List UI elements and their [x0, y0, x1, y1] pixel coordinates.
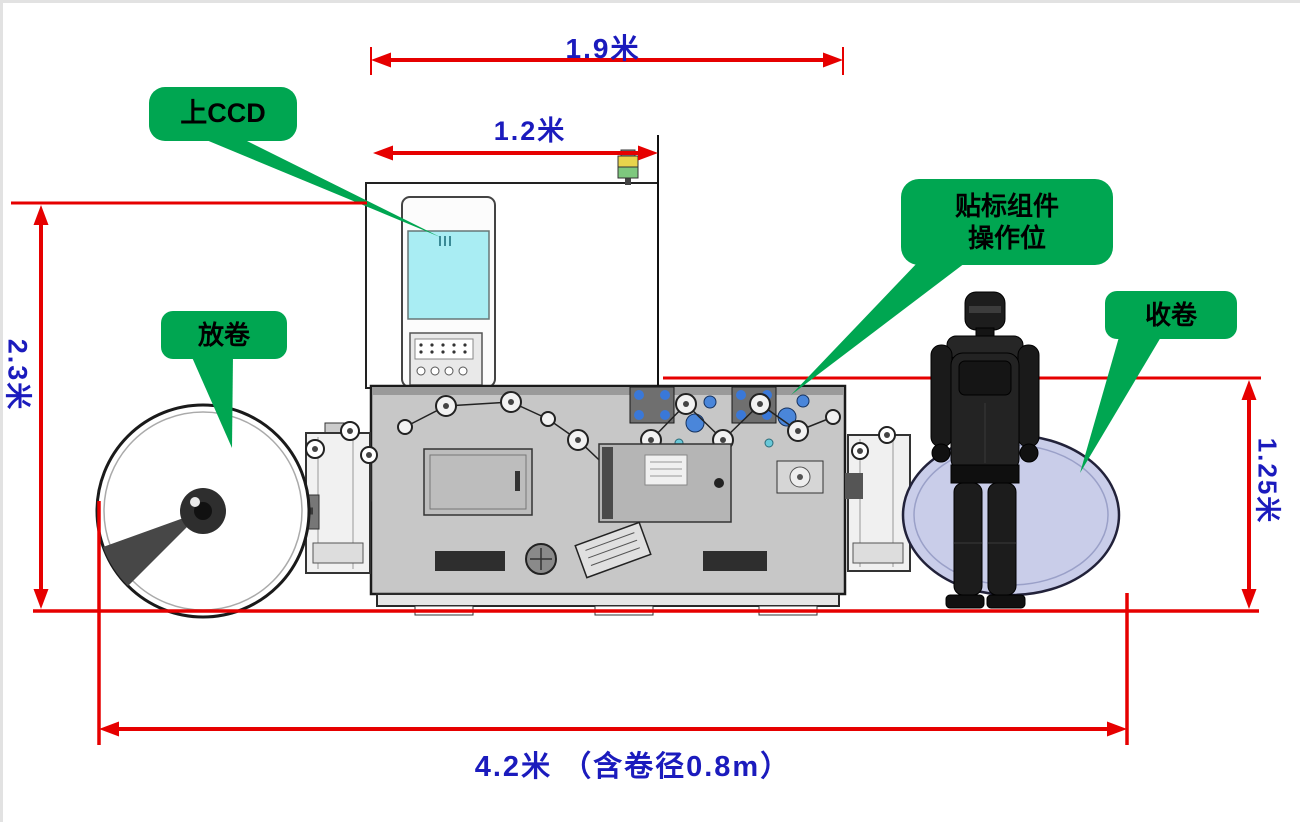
- callout-rewind-label: 收卷: [1144, 299, 1197, 330]
- ccd-pointer: [199, 137, 440, 237]
- callout-rewind: 收卷: [1105, 291, 1237, 339]
- dim-label-roll-height: 1.25米: [1252, 437, 1283, 525]
- callout-unwind: 放卷: [161, 311, 287, 359]
- callout-unwind-label: 放卷: [197, 319, 250, 350]
- dim-label-machine-height: 2.3米: [2, 338, 33, 412]
- ccd-tower: [365, 182, 659, 389]
- signal-lamp: [617, 149, 639, 185]
- machine-drawing: [11, 47, 1261, 745]
- rewind-pointer: [1080, 337, 1161, 473]
- callout-pointers: [191, 137, 1161, 473]
- unwind-pointer: [191, 355, 233, 448]
- human-figure: [930, 291, 1040, 609]
- callout-top-ccd-label: 上CCD: [180, 98, 266, 129]
- dim-label-top-width: 1.9米: [565, 33, 641, 64]
- callout-label-station-line1: 贴标组件: [954, 190, 1059, 221]
- callout-label-station-line2: 操作位: [967, 223, 1046, 253]
- dim-label-total-length: 4.2米 （含卷径0.8m）: [474, 751, 792, 783]
- label-station-pointer: [791, 261, 965, 395]
- callout-label-station: 贴标组件 操作位: [901, 179, 1113, 265]
- dimension-lines: [11, 47, 1259, 745]
- unwind-roll: [95, 403, 378, 619]
- dim-label-ccd-width: 1.2米: [493, 116, 567, 146]
- callout-top-ccd: 上CCD: [149, 87, 297, 141]
- machine-body: [369, 384, 847, 616]
